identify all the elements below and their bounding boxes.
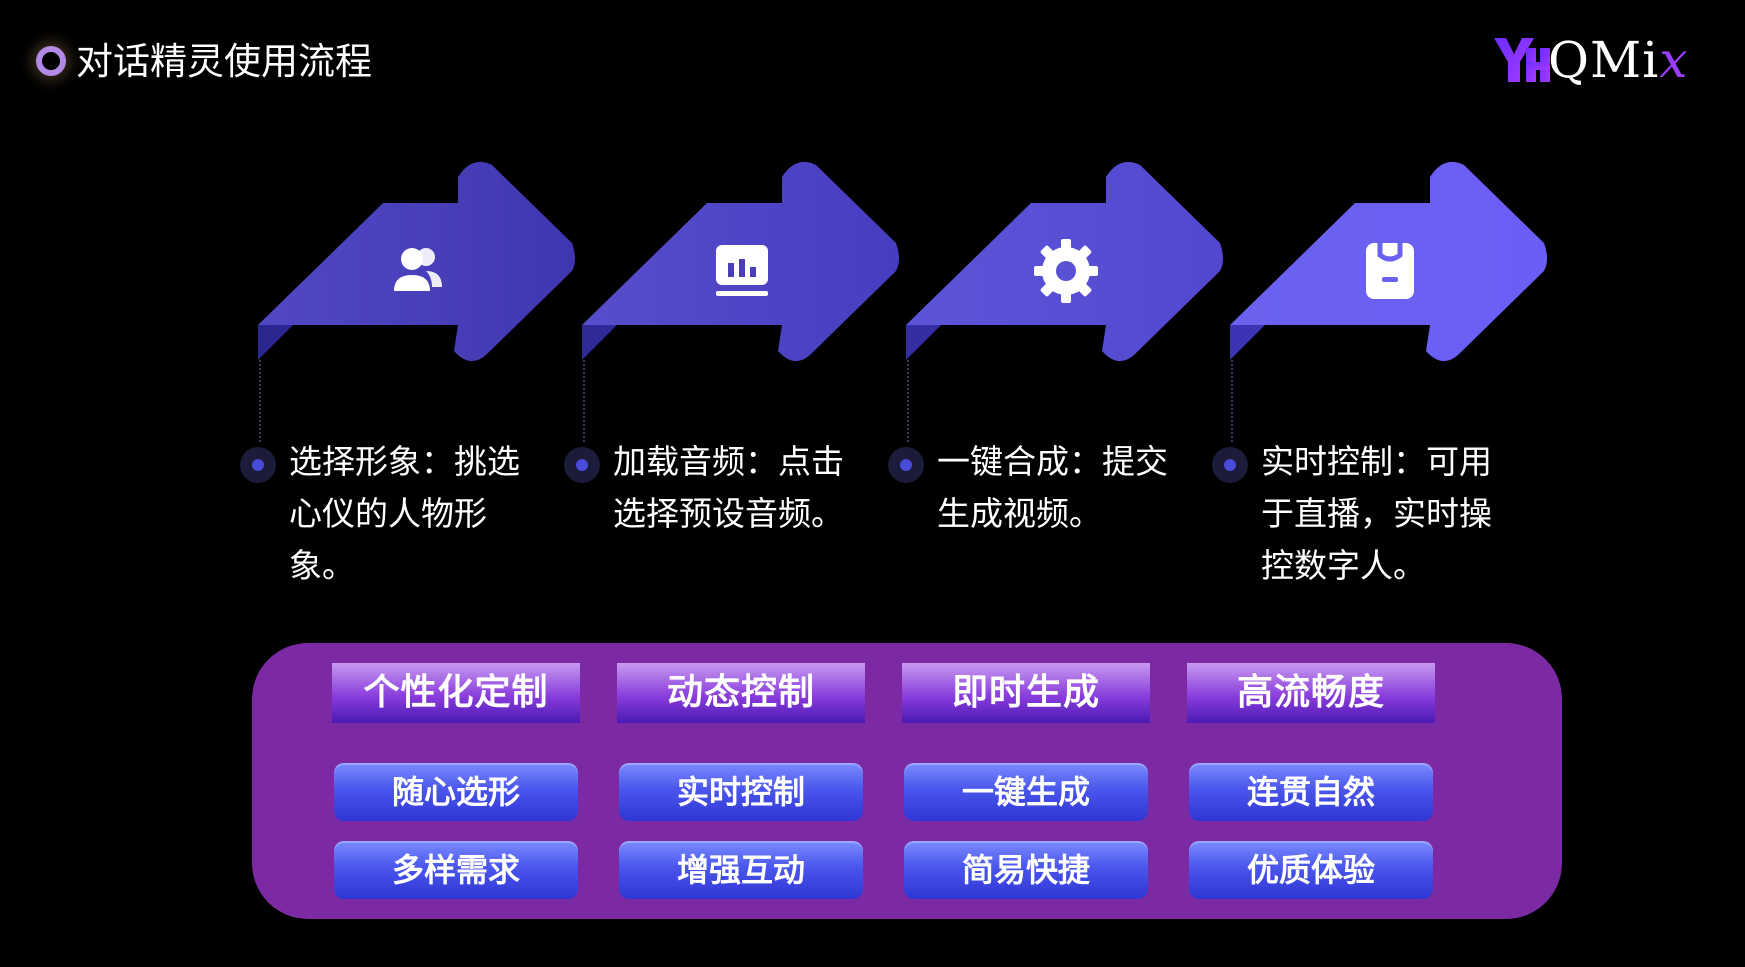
clipboard-icon xyxy=(1354,235,1426,307)
feature-tag: 实时控制 xyxy=(619,763,863,821)
feature-tag: 一键生成 xyxy=(904,763,1148,821)
feature-tag: 多样需求 xyxy=(334,841,578,899)
connector-2 xyxy=(583,360,585,442)
logo-mark-icon xyxy=(1494,38,1550,82)
feature-tag: 连贯自然 xyxy=(1189,763,1433,821)
step-arrow-1 xyxy=(258,155,578,370)
feature-tag: 优质体验 xyxy=(1189,841,1433,899)
step-text-2: 加载音频：点击选择预设音频。 xyxy=(613,442,844,533)
step-bullet-3 xyxy=(888,447,924,483)
users-icon xyxy=(382,235,454,307)
feature-heading: 高流畅度 xyxy=(1187,663,1435,723)
feature-heading: 即时生成 xyxy=(902,663,1150,723)
step-bullet-4 xyxy=(1212,447,1248,483)
logo-text-main: QMi xyxy=(1548,31,1660,89)
connector-3 xyxy=(907,360,909,442)
feature-tag: 随心选形 xyxy=(334,763,578,821)
step-bullet-1 xyxy=(240,447,276,483)
feature-heading: 动态控制 xyxy=(617,663,865,723)
feature-tag: 增强互动 xyxy=(619,841,863,899)
step-text-4: 实时控制：可用于直播，实时操控数字人。 xyxy=(1261,442,1492,585)
step-arrow-2 xyxy=(582,155,902,370)
step-bullet-2 xyxy=(564,447,600,483)
logo-text-accent: x xyxy=(1659,31,1689,89)
feature-tag: 简易快捷 xyxy=(904,841,1148,899)
connector-1 xyxy=(259,360,261,442)
page-title: 对话精灵使用流程 xyxy=(76,40,372,83)
step-text-3: 一键合成：提交生成视频。 xyxy=(937,442,1168,533)
feature-panel: 个性化定制 随心选形 多样需求 动态控制 实时控制 增强互动 即时生成 一键生成… xyxy=(252,643,1562,919)
feature-heading: 个性化定制 xyxy=(332,663,580,723)
connector-4 xyxy=(1231,360,1233,442)
step-arrow-4 xyxy=(1230,155,1550,370)
step-arrow-3 xyxy=(906,155,1226,370)
step-text-1: 选择形象：挑选心仪的人物形象。 xyxy=(289,442,520,585)
gear-icon xyxy=(1030,235,1102,307)
logo-text: QMix xyxy=(1548,30,1688,90)
title-ring-icon xyxy=(36,46,66,76)
brand-logo: QMix xyxy=(1492,30,1704,90)
audio-chart-icon xyxy=(706,235,778,307)
